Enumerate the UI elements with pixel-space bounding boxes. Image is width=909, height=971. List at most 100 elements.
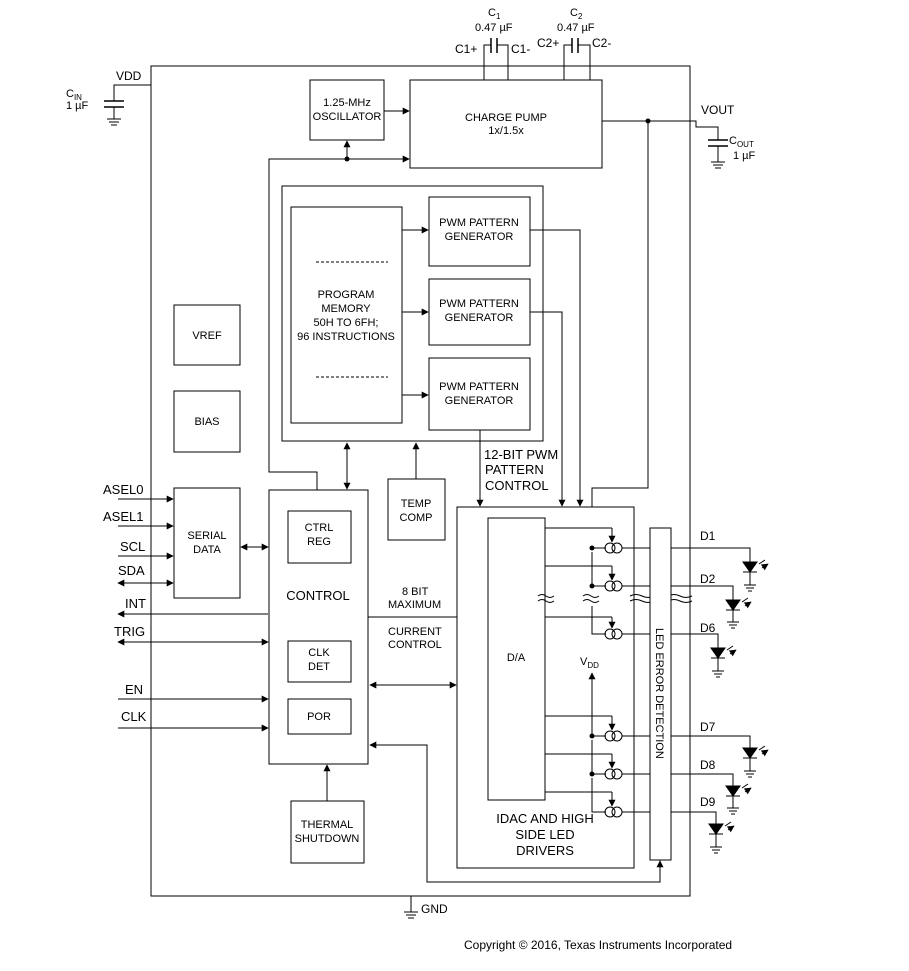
vref-block	[173, 304, 241, 366]
svg-text:D1: D1	[700, 529, 716, 543]
pwm-generator-2: PWM PATTERN GENERATOR	[428, 278, 531, 346]
svg-text:IDAC AND HIGH: IDAC AND HIGH	[496, 811, 594, 826]
vdd-internal-label: VDD	[580, 656, 599, 670]
svg-text:D8: D8	[700, 758, 716, 772]
svg-text:50H TO 6FH;: 50H TO 6FH;	[313, 317, 378, 329]
svg-text:OSCILLATOR: OSCILLATOR	[313, 111, 382, 123]
cin-sub: IN	[74, 93, 82, 102]
svg-text:CLK: CLK	[308, 647, 330, 659]
svg-text:COMP: COMP	[400, 512, 433, 524]
c1-capacitor: C1 0.47 µF C1+ C1-	[455, 7, 530, 80]
led-d7: D7	[671, 720, 768, 778]
svg-text:PWM PATTERN: PWM PATTERN	[439, 381, 519, 393]
svg-text:SIDE LED: SIDE LED	[515, 827, 574, 842]
c2-minus: C2-	[592, 36, 611, 50]
driver-channel-d6	[545, 606, 650, 640]
svg-text:DATA: DATA	[193, 544, 221, 556]
driver-channel-d1	[545, 527, 650, 554]
pin-asel1: ASEL1	[103, 509, 143, 524]
svg-text:D9: D9	[700, 795, 716, 809]
temp-comp-block	[387, 478, 446, 541]
thermal-shutdown-block	[290, 800, 365, 864]
svg-text:CHARGE PUMP: CHARGE PUMP	[465, 112, 547, 124]
cin-capacitor: CIN 1 µF	[66, 84, 151, 126]
pin-int: INT	[125, 596, 146, 611]
cin-value: 1 µF	[66, 100, 89, 112]
c2-plus: C2+	[537, 36, 559, 50]
svg-text:D/A: D/A	[507, 652, 526, 664]
driver-channel-d9	[545, 778, 650, 818]
svg-text:COUT: COUT	[729, 135, 754, 149]
svg-text:REG: REG	[307, 536, 331, 548]
pwm-generator-1: PWM PATTERN GENERATOR	[428, 196, 531, 267]
ctrl-reg-block	[287, 510, 352, 564]
pin-vdd: VDD	[116, 69, 142, 83]
bias-block	[173, 390, 241, 453]
pin-trig: TRIG	[114, 624, 145, 639]
pin-gnd: GND	[421, 902, 448, 916]
por-block	[287, 698, 352, 735]
pin-clk: CLK	[121, 709, 147, 724]
svg-text:SHUTDOWN: SHUTDOWN	[295, 833, 360, 845]
svg-text:BIAS: BIAS	[194, 416, 219, 428]
svg-text:GENERATOR: GENERATOR	[445, 395, 514, 407]
clk-det-block	[287, 640, 352, 683]
svg-text:8 BIT: 8 BIT	[402, 586, 429, 598]
svg-text:SERIAL: SERIAL	[187, 530, 226, 542]
copyright-text: Copyright © 2016, Texas Instruments Inco…	[464, 938, 732, 952]
svg-text:CTRL: CTRL	[305, 522, 334, 534]
svg-text:DRIVERS: DRIVERS	[516, 843, 574, 858]
svg-text:PROGRAM: PROGRAM	[318, 289, 375, 301]
svg-text:12-BIT PWM: 12-BIT PWM	[484, 447, 558, 462]
c1-plus: C1+	[455, 42, 477, 56]
svg-text:THERMAL: THERMAL	[301, 819, 354, 831]
svg-text:MAXIMUM: MAXIMUM	[388, 599, 441, 611]
svg-text:1x/1.5x: 1x/1.5x	[488, 125, 524, 137]
svg-text:CONTROL: CONTROL	[388, 639, 442, 651]
led-d2: D2	[671, 572, 751, 629]
c2-capacitor: C2 0.47 µF C2+ C2-	[537, 7, 611, 80]
charge-pump-block	[409, 79, 603, 169]
svg-text:POR: POR	[307, 711, 331, 723]
svg-text:MEMORY: MEMORY	[321, 303, 371, 315]
pwm-generator-3: PWM PATTERN GENERATOR	[428, 357, 531, 431]
led-d6: D6	[671, 621, 736, 678]
driver-channel-d2	[545, 552, 650, 592]
cout-capacitor: COUT 1 µF	[708, 135, 756, 169]
svg-text:VREF: VREF	[192, 330, 222, 342]
svg-text:CONTROL: CONTROL	[485, 478, 549, 493]
svg-text:C2: C2	[570, 7, 583, 21]
svg-text:D6: D6	[700, 621, 716, 635]
led-d1: D1	[671, 529, 768, 592]
pin-asel0: ASEL0	[103, 482, 143, 497]
led-error-detection-block	[649, 527, 672, 861]
svg-text:PWM PATTERN: PWM PATTERN	[439, 298, 519, 310]
program-memory-block	[290, 206, 403, 424]
pin-scl: SCL	[120, 539, 145, 554]
gnd-symbol	[404, 896, 418, 919]
svg-text:D2: D2	[700, 572, 716, 586]
cout-value: 1 µF	[733, 150, 756, 162]
svg-text:D7: D7	[700, 720, 716, 734]
pin-sda: SDA	[118, 563, 145, 578]
led-d8: D8	[671, 758, 751, 815]
c2-value: 0.47 µF	[557, 22, 595, 34]
c1-minus: C1-	[511, 42, 530, 56]
oscillator-block	[309, 79, 385, 141]
svg-text:DET: DET	[308, 661, 330, 673]
driver-channel-d7	[545, 708, 650, 742]
pin-vout: VOUT	[701, 103, 735, 117]
svg-text:96 INSTRUCTIONS: 96 INSTRUCTIONS	[297, 331, 395, 343]
led-d9: D9	[671, 795, 734, 854]
led-error-detection-label: LED ERROR DETECTION	[653, 628, 665, 759]
svg-text:GENERATOR: GENERATOR	[445, 312, 514, 324]
svg-text:PWM PATTERN: PWM PATTERN	[439, 217, 519, 229]
c1-value: 0.47 µF	[475, 22, 513, 34]
control-label: CONTROL	[286, 588, 350, 603]
da-block	[487, 517, 546, 801]
serial-data-block	[173, 487, 241, 599]
svg-text:TEMP: TEMP	[401, 498, 432, 510]
svg-text:CIN: CIN	[66, 88, 82, 102]
svg-text:GENERATOR: GENERATOR	[445, 231, 514, 243]
